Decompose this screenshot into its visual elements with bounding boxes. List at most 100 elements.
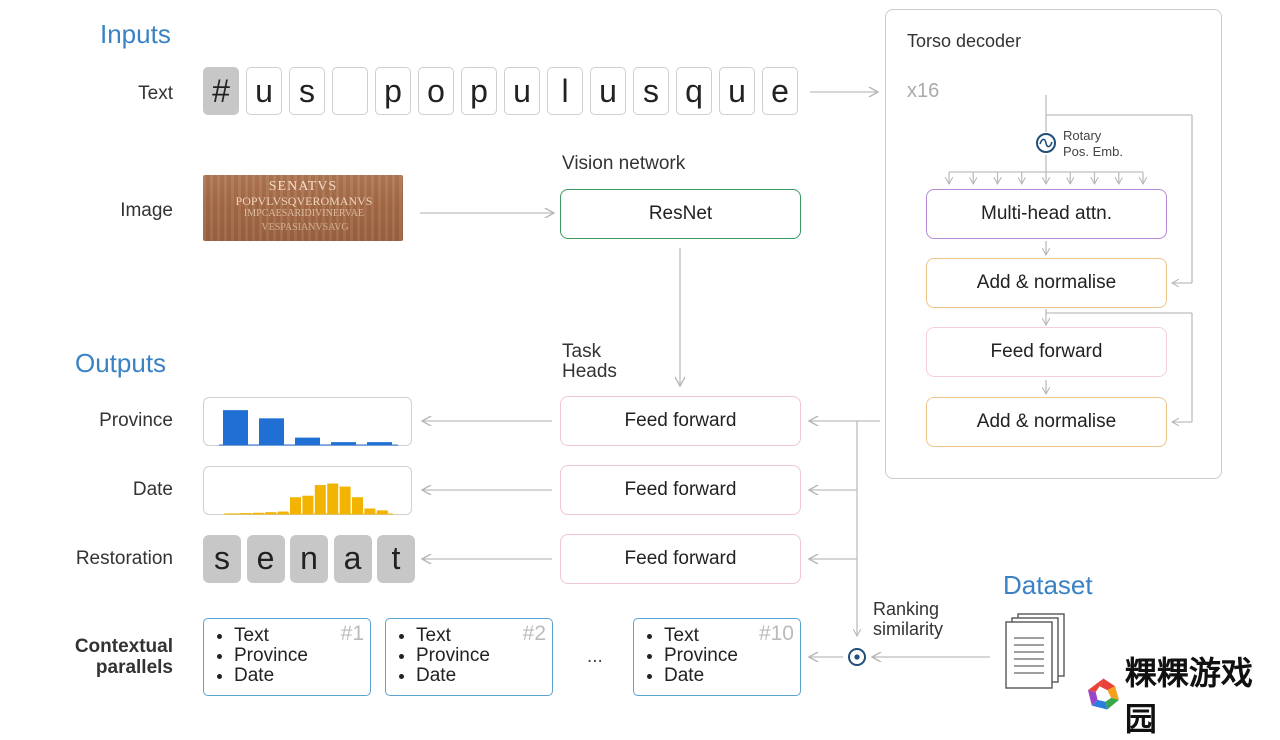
context-card-item: Date [416, 666, 552, 686]
watermark-logo-icon [1087, 678, 1119, 710]
restoration-tile: a [333, 535, 372, 583]
context-card-item: Text [234, 626, 370, 646]
context-card-item: Province [416, 646, 552, 666]
date-chart-bar [265, 512, 277, 514]
date-chart [224, 483, 393, 515]
inscription-line-1: SENATVS [268, 179, 338, 194]
province-chart-bar [331, 442, 356, 445]
ff-head-province: Feed forward [560, 396, 801, 446]
context-card-item: Date [664, 666, 800, 686]
province-chart [219, 410, 398, 446]
province-chart-bar [295, 437, 320, 445]
context-card-10: #10 Text Province Date [633, 618, 801, 696]
context-card-number: #10 [758, 622, 794, 645]
text-tile: q [676, 67, 712, 115]
resnet-box: ResNet [560, 189, 801, 239]
add-normalise-block-2: Add & normalise [926, 397, 1167, 447]
restoration-tile: s [203, 535, 241, 583]
ff-head-date: Feed forward [560, 465, 801, 515]
context-card-item: Text [416, 626, 552, 646]
torso-feed-forward-block: Feed forward [926, 327, 1167, 377]
dataset-documents-icon [1005, 613, 1065, 689]
task-heads-title: Task Heads [562, 342, 617, 382]
date-chart-bar [252, 512, 264, 514]
province-row-label: Province [99, 410, 173, 431]
text-tile-masked: # [203, 67, 239, 115]
text-tile: s [633, 67, 669, 115]
torso-repeat-label: x16 [907, 80, 940, 102]
rotary-line2: Pos. Emb. [1063, 144, 1123, 159]
date-chart-bar [352, 497, 363, 514]
contextual-label-line2: parallels [95, 657, 173, 678]
context-card-1: #1 Text Province Date [203, 618, 371, 696]
province-chart-bar [223, 410, 248, 445]
context-card-item: Date [234, 666, 370, 686]
text-tile: u [504, 67, 540, 115]
rotary-label: Rotary Pos. Emb. [1063, 128, 1123, 160]
text-tile: p [461, 67, 497, 115]
inscription-line-3: IMPCAESARIDIVINERVAE [243, 208, 365, 219]
province-chart-panel [203, 397, 412, 446]
torso-decoder-title: Torso decoder [907, 31, 1022, 51]
date-chart-bar [302, 495, 314, 514]
dataset-title: Dataset [1003, 570, 1093, 600]
task-heads-title-line2: Heads [562, 361, 617, 382]
date-chart-bar [339, 486, 351, 514]
date-chart-bar [228, 513, 239, 515]
image-row-label: Image [120, 200, 173, 221]
contextual-row-label: Contextual parallels [23, 636, 173, 678]
watermark-text: 粿粿游戏园 [1124, 654, 1253, 738]
text-tile: l [547, 67, 583, 115]
text-tile: u [590, 67, 626, 115]
ranking-line2: similarity [873, 619, 943, 639]
contextual-label-line1: Contextual [74, 636, 173, 657]
date-chart-bar [327, 483, 339, 514]
text-tile: u [719, 67, 755, 115]
vision-network-title: Vision network [562, 153, 686, 174]
date-chart-bar [290, 497, 301, 514]
ranking-similarity-label: Ranking similarity [873, 599, 943, 639]
context-card-item: Province [234, 646, 370, 666]
task-heads-title-line1: Task [562, 341, 602, 362]
date-row-label: Date [132, 479, 173, 500]
ff-head-restoration: Feed forward [560, 534, 801, 584]
rotary-icon [1036, 133, 1056, 153]
context-card-item: Text [664, 626, 800, 646]
context-card-number: #1 [340, 622, 364, 645]
context-card-item: Province [664, 646, 800, 666]
context-card-2: #2 Text Province Date [385, 618, 553, 696]
torso-decoder-panel [885, 9, 1222, 479]
date-chart-bar [240, 513, 252, 515]
inputs-title: Inputs [100, 19, 171, 49]
restoration-tile: n [290, 535, 328, 583]
restoration-tile: t [377, 535, 415, 583]
date-chart-bar [277, 511, 289, 514]
ranking-line1: Ranking [873, 599, 940, 619]
context-card-number: #2 [522, 622, 546, 645]
date-chart-bar [376, 510, 388, 514]
restoration-tile: e [246, 535, 285, 583]
inscription-image: SENATVS POPVLVSQVEROMANVS IMPCAESARIDIVI… [203, 175, 403, 241]
attention-fanout-arrows [949, 172, 1143, 184]
date-chart-panel [203, 466, 412, 515]
text-tile: e [762, 67, 798, 115]
context-ellipsis: ... [587, 646, 603, 667]
text-tile: s [289, 67, 325, 115]
province-chart-bar [367, 442, 392, 445]
inscription-line-4: VESPASIANVSAVG [261, 222, 349, 233]
text-row-label: Text [138, 83, 173, 104]
connectors-layer [420, 0, 1193, 666]
province-chart-bar [259, 418, 284, 445]
text-tile: p [375, 67, 411, 115]
date-chart-bar [314, 485, 326, 514]
text-tile: u [246, 67, 282, 115]
outputs-title: Outputs [75, 348, 167, 378]
text-tile: o [418, 67, 454, 115]
rotary-line1: Rotary [1063, 128, 1102, 143]
add-normalise-block-1: Add & normalise [926, 258, 1167, 308]
watermark: 粿粿游戏园 [1086, 654, 1280, 738]
restoration-row-label: Restoration [75, 548, 173, 569]
date-chart-bar [364, 508, 376, 514]
multi-head-attn-block: Multi-head attn. [926, 189, 1167, 239]
text-tile-blank [332, 67, 368, 115]
